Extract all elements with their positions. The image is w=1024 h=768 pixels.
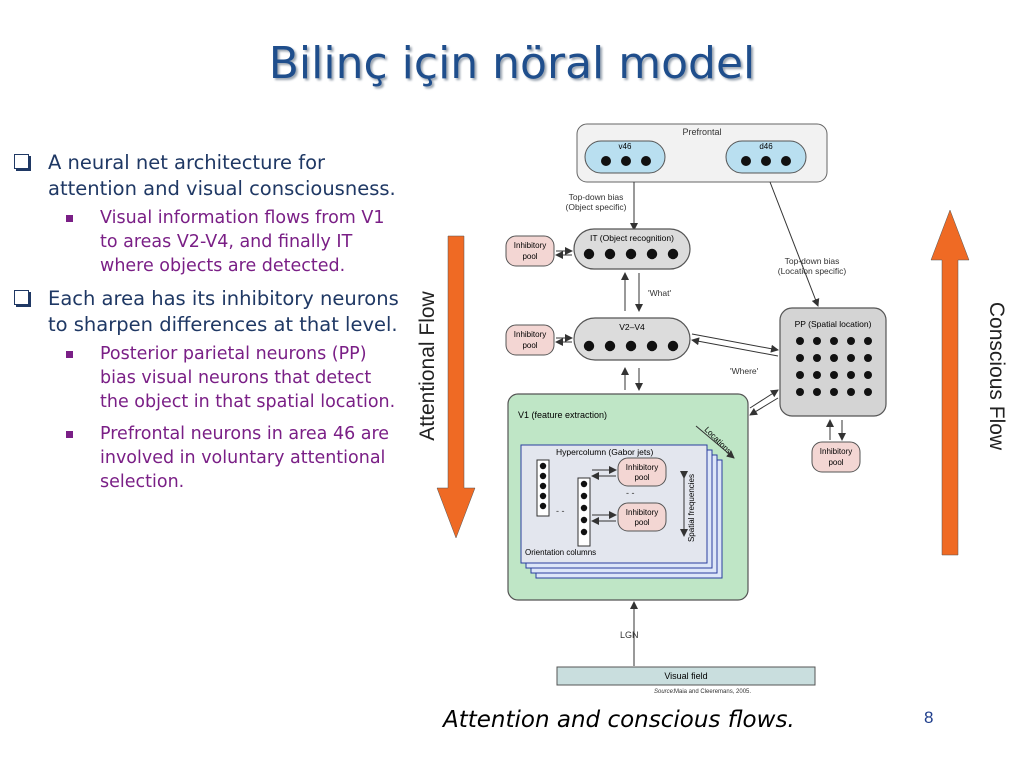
conscious-flow-arrow (930, 209, 970, 556)
square-bullet-icon (66, 215, 73, 222)
bullet-item: Each area has its inhibitory neurons to … (14, 286, 404, 338)
prefrontal-box: Prefrontal v46 d46 (576, 123, 828, 183)
sub-bullet-item: Visual information flows from V1 to area… (14, 206, 404, 278)
svg-text:pool: pool (522, 341, 537, 350)
spatial-frequencies-label: Spatial frequencies (687, 474, 696, 542)
topdown-object-label-1: Top-down bias (569, 192, 624, 202)
neural-model-diagram: Attentional Flow Conscious Flow Prefront… (400, 118, 1020, 698)
hypercolumn-label: Hypercolumn (Gabor jets) (556, 447, 653, 457)
lgn-label: LGN (620, 630, 639, 640)
svg-text:Inhibitory: Inhibitory (514, 241, 546, 250)
pp-inhibitory-pool: Inhibitory pool (811, 441, 861, 473)
prefrontal-label: Prefrontal (682, 127, 721, 137)
pp-label: PP (Spatial location) (795, 319, 872, 329)
v1-label: V1 (feature extraction) (518, 410, 607, 420)
v2v4-label: V2–V4 (619, 322, 645, 332)
attentional-flow-label: Attentional Flow (416, 290, 439, 440)
checkbox-bullet-icon (14, 290, 29, 305)
svg-text:Inhibitory: Inhibitory (514, 330, 546, 339)
page-number: 8 (924, 708, 934, 727)
checkbox-bullet-icon (14, 154, 29, 169)
where-label: 'Where' (730, 366, 759, 376)
svg-text:- -: - - (626, 488, 635, 498)
topdown-object-label-2: (Object specific) (566, 202, 627, 212)
d46-label: d46 (759, 142, 773, 151)
what-label: 'What' (648, 288, 671, 298)
svg-text:Inhibitory: Inhibitory (626, 508, 658, 517)
orientation-columns-label: Orientation columns (525, 548, 596, 557)
v46-label: v46 (619, 142, 632, 151)
bullet-item: A neural net architecture for attention … (14, 150, 404, 202)
svg-text:pool: pool (522, 252, 537, 261)
it-inhibitory-pool: Inhibitory pool (505, 235, 555, 267)
v1-box: V1 (feature extraction) Hypercolumn (Gab… (507, 393, 749, 601)
slide-title: Bilinç için nöral model (268, 38, 756, 89)
v2v4-inhibitory-pool: Inhibitory pool (505, 324, 555, 356)
attentional-flow-arrow (436, 235, 476, 539)
it-label: IT (Object recognition) (590, 233, 674, 243)
bullet-list: A neural net architecture for attention … (14, 150, 404, 502)
svg-text:Inhibitory: Inhibitory (626, 463, 658, 472)
topdown-location-label-1: Top-down bias (785, 256, 840, 266)
it-node: IT (Object recognition) (573, 228, 691, 270)
source-label: Maia and Cleeremans, 2005. (674, 689, 751, 695)
svg-text:Inhibitory: Inhibitory (820, 447, 852, 456)
visual-field-label: Visual field (664, 671, 707, 681)
topdown-location-label-2: (Location specific) (778, 266, 847, 276)
v2v4-node: V2–V4 (573, 317, 691, 361)
source-prefix: Source: (654, 689, 675, 695)
sub-bullet-item: Posterior parietal neurons (PP) bias vis… (14, 342, 404, 414)
svg-text:pool: pool (634, 518, 649, 527)
conscious-flow-label: Conscious Flow (985, 302, 1008, 451)
sub-bullet-item: Prefrontal neurons in area 46 are involv… (14, 422, 404, 494)
svg-text:pool: pool (828, 458, 843, 467)
square-bullet-icon (66, 351, 73, 358)
visual-field-bar: Visual field (556, 666, 816, 686)
figure-caption: Attention and conscious flows. (443, 707, 795, 733)
svg-text:pool: pool (634, 473, 649, 482)
svg-text:- -: - - (556, 506, 565, 516)
pp-node: PP (Spatial location) (779, 307, 887, 417)
square-bullet-icon (66, 431, 73, 438)
